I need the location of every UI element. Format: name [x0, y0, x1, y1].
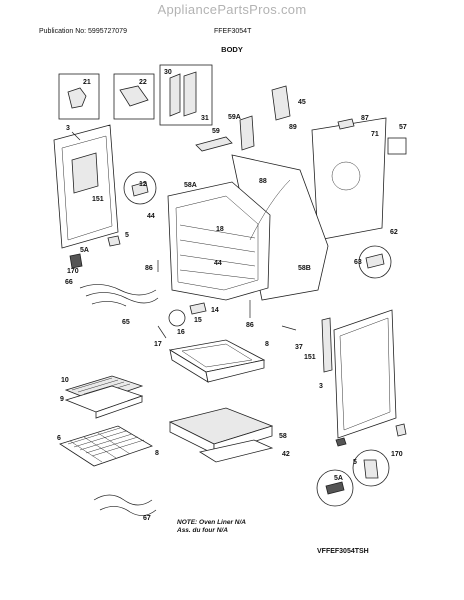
- callout-5-left: 5: [125, 232, 129, 239]
- callout-59: 59: [212, 128, 220, 135]
- callout-3-right: 3: [319, 383, 323, 390]
- callout-42: 42: [282, 451, 290, 458]
- diagram-code: VFFEF3054TSH: [317, 548, 369, 555]
- callout-151-left: 151: [92, 196, 104, 203]
- callout-45: 45: [298, 99, 306, 106]
- callout-67: 67: [143, 515, 151, 522]
- callout-5A-right: 5A: [334, 475, 343, 482]
- callout-58: 58: [279, 433, 287, 440]
- note-line-2: Ass. du four N/A: [177, 527, 228, 534]
- callout-6: 6: [57, 435, 61, 442]
- part-67-broil-element[interactable]: 67: [93, 494, 157, 522]
- callout-30: 30: [164, 69, 172, 76]
- part-8-broiler-pan-top[interactable]: 8: [168, 339, 269, 383]
- callout-15: 15: [194, 317, 202, 324]
- model-number: FFEF3054T: [214, 28, 252, 35]
- callout-31: 31: [201, 115, 209, 122]
- callout-59A: 59A: [228, 114, 241, 121]
- part-37[interactable]: 37: [281, 325, 303, 351]
- callout-8-top: 8: [265, 341, 269, 348]
- part-3-door-panel-left[interactable]: 3 151: [53, 124, 119, 249]
- callout-37: 37: [295, 344, 303, 351]
- callout-87: 87: [361, 115, 369, 122]
- callout-22: 22: [139, 79, 147, 86]
- callout-65: 65: [122, 319, 130, 326]
- site-watermark: AppliancePartsPros.com: [157, 2, 307, 17]
- part-71-rear-panel[interactable]: 87 89 71 57: [289, 115, 407, 241]
- oven-liner-note: NOTE: Oven Liner N/A Ass. du four N/A: [177, 519, 246, 535]
- part-14-16-light[interactable]: 14 15 16 17: [154, 302, 219, 348]
- callout-151-right: 151: [304, 354, 316, 361]
- callout-17: 17: [154, 341, 162, 348]
- callout-8-lower: 8: [155, 450, 159, 457]
- part-86-screw-lower[interactable]: 86: [246, 300, 254, 329]
- callout-21: 21: [83, 79, 91, 86]
- oven-cavity-body[interactable]: 58A 88 18 44 58B: [167, 154, 329, 301]
- part-45-bracket[interactable]: 45: [271, 85, 306, 121]
- callout-66: 66: [65, 279, 73, 286]
- part-12-thermostat[interactable]: 12 44: [123, 171, 157, 220]
- callout-89: 89: [289, 124, 297, 131]
- part-59-bracket[interactable]: 59: [195, 128, 233, 152]
- part-30-31-inset[interactable]: 30 31: [159, 64, 213, 126]
- callout-5-right: 5: [353, 459, 357, 466]
- callout-9: 9: [60, 396, 64, 403]
- callout-44-top: 44: [147, 213, 155, 220]
- callout-14: 14: [211, 307, 219, 314]
- part-21-inset[interactable]: 21: [58, 73, 100, 120]
- part-86-screw-upper[interactable]: 86: [145, 260, 159, 272]
- callout-57: 57: [399, 124, 407, 131]
- section-title: BODY: [221, 45, 243, 54]
- callout-3-left: 3: [66, 125, 70, 132]
- part-22-inset[interactable]: 22: [113, 73, 155, 120]
- callout-18: 18: [216, 226, 224, 233]
- callout-44-mid: 44: [214, 260, 222, 267]
- part-hinge-right[interactable]: 5A 5 170: [316, 423, 407, 507]
- publication-number: Publication No: 5995727079: [39, 28, 127, 35]
- callout-62: 62: [390, 229, 398, 236]
- note-line-1: NOTE: Oven Liner N/A: [177, 519, 246, 526]
- callout-16: 16: [177, 329, 185, 336]
- part-66-bake-element[interactable]: 66 65: [65, 279, 159, 326]
- callout-58B: 58B: [298, 265, 311, 272]
- part-6-oven-rack[interactable]: 6 8: [57, 425, 159, 467]
- part-hinge-left[interactable]: 5 5A 170: [67, 232, 129, 275]
- part-9-broiler-pan[interactable]: 9: [60, 385, 144, 419]
- callout-86-upper: 86: [145, 265, 153, 272]
- part-3-door-panel-right[interactable]: 151 3: [304, 309, 397, 439]
- callout-12: 12: [139, 181, 147, 188]
- callout-63: 63: [354, 259, 362, 266]
- callout-10: 10: [61, 377, 69, 384]
- callout-71: 71: [371, 131, 379, 138]
- callout-5A-left: 5A: [80, 247, 89, 254]
- callout-58A: 58A: [184, 182, 197, 189]
- part-62-63-terminal[interactable]: 62 63: [354, 229, 398, 279]
- callout-170-left: 170: [67, 268, 79, 275]
- callout-88: 88: [259, 178, 267, 185]
- callout-170-right: 170: [391, 451, 403, 458]
- part-42-drawer-bottom[interactable]: 42: [198, 439, 290, 463]
- part-59A-bracket[interactable]: 59A: [228, 114, 255, 151]
- callout-86-lower: 86: [246, 322, 254, 329]
